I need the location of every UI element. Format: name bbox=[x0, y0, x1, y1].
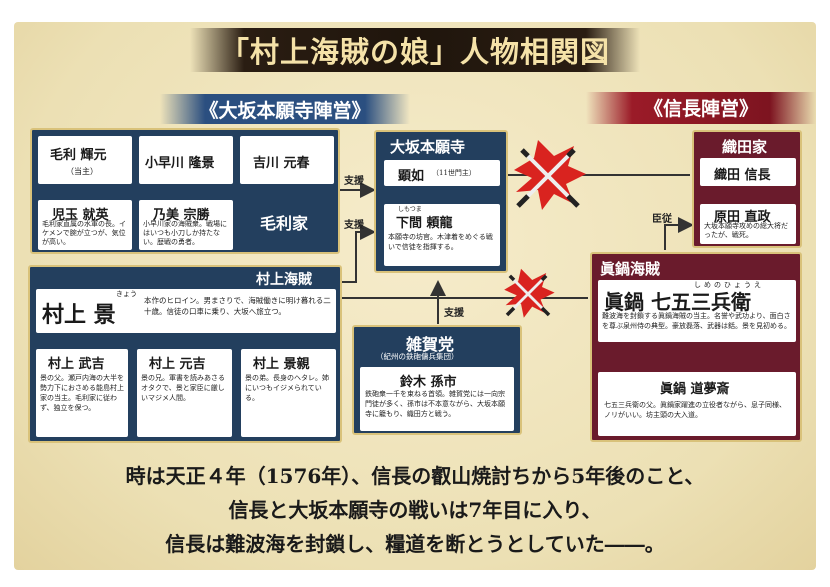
support-label-saika: 支援 bbox=[444, 308, 464, 319]
name-munekatsu: 乃美 宗勝 bbox=[153, 208, 210, 223]
desc-kyo: 本作のヒロイン。男まさりで、海賊働きに明け暮れる二十歳。信徒の口車に乗り、大坂へ… bbox=[144, 296, 331, 316]
header-honganji: 大坂本願寺 bbox=[390, 138, 466, 156]
card-magoichi: 鈴木 孫市 鉄砲衆一千を束ねる首領。雑賀党には一向宗門徒が多く、孫市は不本意なが… bbox=[360, 367, 514, 431]
card-naomasa: 原田 直政 大坂本願寺攻めの総大将だったが、戦死。 bbox=[700, 204, 796, 244]
crossed-swords-icon bbox=[514, 140, 586, 210]
name-kagechika: 村上 景親 bbox=[253, 357, 310, 372]
card-kyo: きょう 村上 景 本作のヒロイン。男まさりで、海賊働きに明け暮れる二十歳。信徒の… bbox=[36, 289, 336, 333]
name-motoharu: 吉川 元春 bbox=[253, 156, 310, 171]
title-banner: 「村上海賊の娘」人物相関図 bbox=[190, 28, 640, 72]
name-kyo: 村上 景 bbox=[42, 302, 116, 328]
ruby-kyo: きょう bbox=[116, 290, 137, 298]
header-manabe: 眞鍋海賊 bbox=[600, 260, 661, 278]
camp-label-nobunaga: 《信長陣営》 bbox=[586, 92, 816, 124]
card-nobunaga: 織田 信長 bbox=[700, 158, 796, 186]
name-naomasa: 原田 直政 bbox=[714, 210, 771, 225]
desc-motoyoshi: 景の兄。軍書を読みあさるオタクで、景と家臣に厳しいマジメ人間。 bbox=[141, 374, 225, 402]
name-motoyoshi: 村上 元吉 bbox=[149, 357, 206, 372]
header-oda: 織田家 bbox=[722, 138, 768, 156]
card-narihide: 児玉 就英 毛利家直属の水軍の長。イケメンで腕が立つが、気位が高い。 bbox=[38, 200, 132, 250]
header-murakami: 村上海賊 bbox=[256, 272, 312, 288]
vassal-label-manabe: 臣従 bbox=[652, 214, 672, 225]
desc-shichigoro: 難波海を封鎖する眞鍋海賊の当主。名誉や武功より、面白さを尊ぶ泉州侍の典型。豪放磊… bbox=[602, 312, 791, 330]
desc-magoichi: 鉄砲衆一千を束ねる首領。雑賀党には一向宗門徒が多く、孫市は不本意ながら、大坂本願… bbox=[365, 390, 505, 418]
sub-kennyo: （11世門主） bbox=[432, 169, 476, 177]
card-kennyo: 顕如 （11世門主） bbox=[384, 160, 500, 186]
desc-rairyu: 本願寺の坊官。木津着をめぐる戦いで信徒を指揮する。 bbox=[388, 233, 493, 251]
header-saika: 雑賀党 bbox=[406, 335, 455, 354]
desc-takeyoshi: 景の父。瀬戸内海の大半を勢力下におさめる能島村上家の当主。毛利家に従わず、独立を… bbox=[40, 374, 124, 412]
name-kennyo: 顕如 bbox=[398, 169, 425, 184]
card-motoharu: 吉川 元春 bbox=[240, 136, 334, 184]
name-terumoto: 毛利 輝元 bbox=[50, 148, 107, 163]
card-munekatsu: 乃美 宗勝 小早川家の海賊衆。戦場にはいつも小刀しか持たない。歴戦の勇者。 bbox=[139, 200, 233, 250]
card-rairyu: しもつま 下間 頼龍 本願寺の坊官。木津着をめぐる戦いで信徒を指揮する。 bbox=[384, 204, 500, 266]
card-takeyoshi: 村上 武吉 景の父。瀬戸内海の大半を勢力下におさめる能島村上家の当主。毛利家に従… bbox=[36, 349, 128, 437]
murakami-group: 村上海賊 きょう 村上 景 本作のヒロイン。男まさりで、海賊働きに明け暮れる二十… bbox=[28, 265, 342, 443]
murakami-support-arrow bbox=[342, 224, 376, 283]
manabe-group: 眞鍋海賊 しめのひょうえ 眞鍋 七五三兵衛 難波海を封鎖する眞鍋海賊の当主。名誉… bbox=[590, 252, 802, 442]
support-label-murakami: 支援 bbox=[344, 220, 364, 231]
ruby-shichigoro: しめのひょうえ bbox=[694, 281, 764, 289]
name-nobunaga: 織田 信長 bbox=[714, 168, 771, 183]
name-magoichi: 鈴木 孫市 bbox=[400, 375, 457, 390]
support-label-mori: 支援 bbox=[344, 176, 364, 187]
narration-line-3: 信長は難波海を封鎖し、糧道を断とうとしていた――。 bbox=[165, 532, 665, 556]
saika-group: 雑賀党 （紀州の鉄砲傭兵集団） 鈴木 孫市 鉄砲衆一千を束ねる首領。雑賀党には一… bbox=[352, 325, 522, 435]
sub-terumoto: （当主） bbox=[66, 167, 98, 176]
card-takakage: 小早川 隆景 bbox=[139, 136, 233, 184]
mori-group: 毛利 輝元 （当主） 小早川 隆景 吉川 元春 児玉 就英 毛利家直属の水軍の長… bbox=[30, 128, 340, 254]
name-takakage: 小早川 隆景 bbox=[145, 156, 215, 171]
card-domusai: 眞鍋 道夢斎 七五三兵衛の父。眞鍋家躍進の立役者ながら、息子同様、ノリがいい。坊… bbox=[598, 372, 796, 436]
page-title: 「村上海賊の娘」人物相関図 bbox=[219, 35, 610, 69]
desc-domusai: 七五三兵衛の父。眞鍋家躍進の立役者ながら、息子同様、ノリがいい。坊主頭の大入道。 bbox=[604, 401, 786, 419]
desc-naomasa: 大坂本願寺攻めの総大将だったが、戦死。 bbox=[704, 222, 788, 239]
card-terumoto: 毛利 輝元 （当主） bbox=[38, 136, 132, 184]
crossed-swords-icon bbox=[504, 268, 555, 318]
card-kagechika: 村上 景親 景の弟。長身のヘタレ。姉にいつもイジメられている。 bbox=[241, 349, 336, 437]
camp-label-honganji: 《大坂本願寺陣営》 bbox=[160, 94, 410, 124]
honganji-group: 大坂本願寺 顕如 （11世門主） しもつま 下間 頼龍 本願寺の坊官。木津着をめ… bbox=[374, 130, 508, 273]
card-motoyoshi: 村上 元吉 景の兄。軍書を読みあさるオタクで、景と家臣に厳しいマジメ人間。 bbox=[137, 349, 232, 437]
sub-saika: （紀州の鉄砲傭兵集団） bbox=[376, 352, 459, 361]
ruby-rairyu: しもつま bbox=[398, 206, 422, 213]
desc-munekatsu: 小早川家の海賊衆。戦場にはいつも小刀しか持たない。歴戦の勇者。 bbox=[143, 220, 227, 246]
name-shichigoro: 眞鍋 七五三兵衛 bbox=[604, 290, 751, 314]
name-takeyoshi: 村上 武吉 bbox=[48, 357, 105, 372]
card-shichigoro: しめのひょうえ 眞鍋 七五三兵衛 難波海を封鎖する眞鍋海賊の当主。名誉や武功より… bbox=[598, 280, 796, 342]
oda-group: 織田家 織田 信長 原田 直政 大坂本願寺攻めの総大将だったが、戦死。 bbox=[692, 130, 802, 248]
name-rairyu: 下間 頼龍 bbox=[396, 216, 453, 231]
header-mori: 毛利家 bbox=[260, 214, 309, 233]
narration-line-2: 信長と大坂本願寺の戦いは7年目に入り、 bbox=[228, 498, 602, 522]
desc-kagechika: 景の弟。長身のヘタレ。姉にいつもイジメられている。 bbox=[245, 374, 329, 402]
manabe-vassal-arrow bbox=[664, 217, 694, 250]
name-domusai: 眞鍋 道夢斎 bbox=[660, 382, 730, 397]
narration-line-1: 時は天正４年（1576年）、信長の叡山焼討ちから5年後のこと、 bbox=[125, 464, 705, 488]
desc-narihide: 毛利家直属の水軍の長。イケメンで腕が立つが、気位が高い。 bbox=[42, 220, 126, 246]
name-narihide: 児玉 就英 bbox=[52, 208, 109, 223]
